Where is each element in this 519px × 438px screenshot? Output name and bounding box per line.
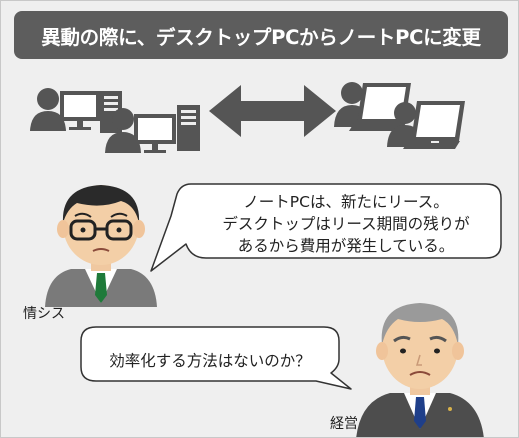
management-label: 経営 bbox=[330, 416, 358, 432]
it-staff-character bbox=[45, 185, 157, 307]
glasses-icon bbox=[69, 219, 133, 241]
speech-bubble-it bbox=[150, 183, 502, 272]
desktop-monitor-icon bbox=[60, 91, 100, 130]
desktop-monitor-icon bbox=[134, 114, 176, 153]
desktop-user-icon bbox=[30, 88, 66, 131]
speech-text-management: 効率化する方法はないのか？ bbox=[109, 352, 311, 370]
double-arrow-icon bbox=[209, 85, 336, 137]
speech-line: あるから費用が発生している。 bbox=[237, 237, 455, 255]
it-staff-label: 情シス bbox=[23, 306, 65, 322]
speech-line: デスクトップはリース期間の残りが bbox=[222, 215, 470, 233]
speech-line: ノートPCは、新たにリース。 bbox=[243, 193, 449, 211]
desktop-user-icon bbox=[105, 108, 141, 153]
title-banner: 異動の際に、デスクトップPCからノートPCに変更 bbox=[14, 11, 508, 59]
speech-bubble-management bbox=[80, 326, 352, 390]
notebook-pc-icon bbox=[403, 101, 465, 149]
pc-transition-scene bbox=[30, 82, 465, 153]
management-character bbox=[356, 303, 484, 437]
title-text: 異動の際に、デスクトップPCからノートPCに変更 bbox=[41, 25, 481, 49]
desktop-tower-icon bbox=[177, 105, 200, 151]
speech-text-it: ノートPCは、新たにリース。 デスクトップはリース期間の残りが あるから費用が発… bbox=[201, 191, 491, 257]
